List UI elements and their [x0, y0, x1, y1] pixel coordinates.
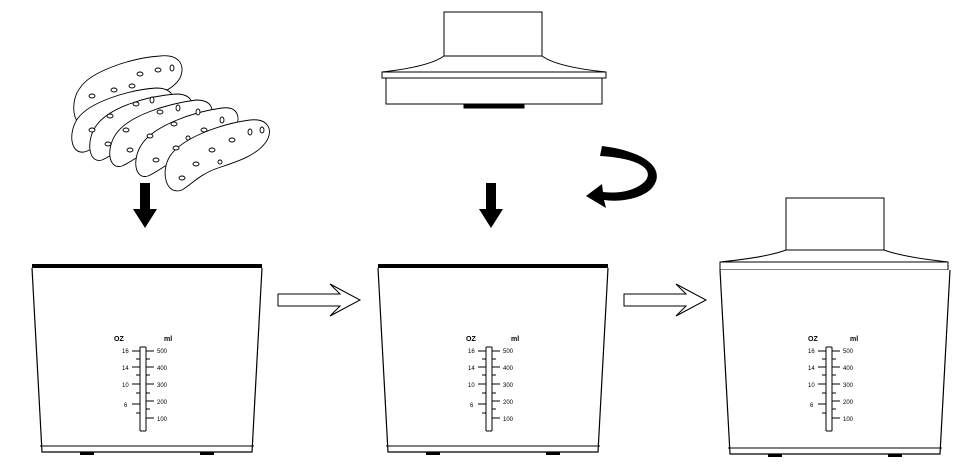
oz-tick: 16 [122, 349, 129, 355]
oz-tick: 10 [808, 383, 815, 389]
ml-tick: 100 [157, 417, 168, 423]
ml-tick: 300 [157, 383, 168, 389]
scale-labels-3: OZ ml 16 14 10 6 500 400 300 200 100 [808, 336, 858, 423]
assembled-cup-with-lid [719, 197, 951, 458]
ml-tick: 400 [157, 366, 168, 372]
ml-header: ml [164, 336, 172, 343]
ml-tick: 400 [503, 366, 514, 372]
oz-tick: 6 [124, 403, 128, 409]
down-arrow-icon [479, 183, 503, 228]
oz-header: OZ [114, 336, 124, 343]
ml-tick: 500 [503, 349, 514, 355]
scale-labels-1: OZ ml 16 14 10 6 500 400 300 200 100 [114, 336, 172, 423]
blender-lid [381, 11, 607, 109]
ml-tick: 200 [503, 400, 514, 406]
ml-tick: 500 [157, 349, 168, 355]
ml-header: ml [511, 336, 519, 343]
scale-labels-2: OZ ml 16 14 10 6 500 400 300 200 100 [466, 336, 519, 423]
right-arrow-outline-icon [623, 283, 708, 317]
measuring-cup-1 [31, 264, 263, 456]
oz-tick: 16 [808, 349, 815, 355]
oz-tick: 10 [122, 383, 129, 389]
rotate-arrow-icon [586, 146, 657, 208]
oz-tick: 6 [810, 403, 814, 409]
ml-tick: 500 [843, 349, 854, 355]
ml-tick: 200 [843, 400, 854, 406]
oz-tick: 14 [122, 366, 129, 372]
ml-header: ml [850, 336, 858, 343]
oz-tick: 6 [470, 403, 474, 409]
oz-header: OZ [466, 336, 476, 343]
right-arrow-outline-icon [277, 283, 362, 317]
oz-header: OZ [808, 336, 818, 343]
ml-tick: 100 [503, 417, 514, 423]
down-arrow-icon [133, 183, 157, 228]
measuring-cup-2 [377, 264, 609, 456]
oz-tick: 16 [468, 349, 475, 355]
ml-tick: 300 [843, 383, 854, 389]
ml-tick: 200 [157, 400, 168, 406]
oz-tick: 10 [468, 383, 475, 389]
food-pieces-illustration [71, 55, 270, 192]
ml-tick: 100 [843, 417, 854, 423]
ml-tick: 300 [503, 383, 514, 389]
oz-tick: 14 [808, 366, 815, 372]
ml-tick: 400 [843, 366, 854, 372]
oz-tick: 14 [468, 366, 475, 372]
